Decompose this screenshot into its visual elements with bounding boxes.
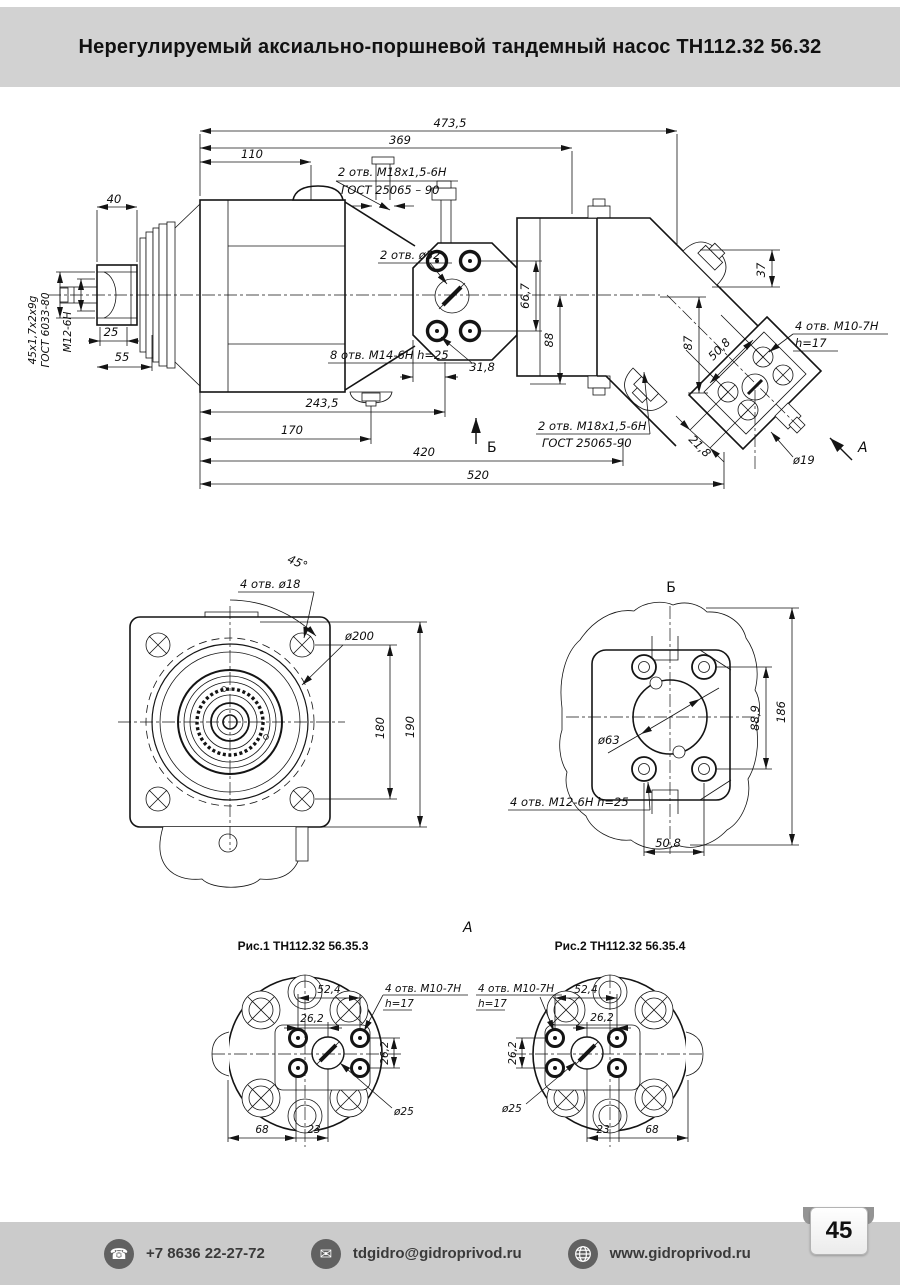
fig1-dim-23: 23: [307, 1124, 320, 1136]
fig1-dim-68: 68: [255, 1124, 269, 1136]
spline-gost: ГОСТ 6033-80: [40, 292, 52, 367]
center-port: [434, 278, 470, 314]
fig1-caption: Рис.1 ТН112.32 56.35.3: [238, 939, 369, 953]
fig2-dim-26-2-side: 26,2: [507, 1041, 519, 1065]
footer-website-text: www.gidroprivod.ru: [609, 1245, 751, 1262]
dim-88-9: 88,9: [748, 705, 762, 731]
note-right-ports-1: 2 отв. М18х1,5-6Н: [538, 419, 647, 433]
dim-520: 520: [467, 468, 489, 482]
note-4otv-m12: 4 отв. М12-6Н h=25: [510, 795, 629, 809]
note-4otv-d18: 4 отв. ø18: [240, 577, 300, 591]
fig2-dim-d25: ø25: [501, 1103, 522, 1115]
dim-66-7: 66,7: [518, 283, 532, 309]
note-right-ports-2: ГОСТ 25065-90: [542, 436, 632, 450]
page-footer: ☎ +7 8636 22-27-72 ✉ tdgidro@gidroprivod…: [0, 1222, 900, 1285]
fig1-dim-26-2-top: 26,2: [300, 1013, 324, 1025]
footer-phone-text: +7 8636 22-27-72: [146, 1245, 265, 1262]
fig2-dim-23: 23: [596, 1124, 609, 1136]
dim-420: 420: [413, 445, 435, 459]
fig2-port-pad: [544, 1024, 641, 1091]
view-b-arrow-label: Б: [487, 440, 497, 456]
envelope-icon: ✉: [310, 1238, 341, 1269]
page-title: Нерегулируемый аксиально-поршневой танде…: [78, 35, 822, 58]
rear-port-face: [591, 649, 731, 801]
dim-d19: ø19: [792, 453, 815, 467]
dim-190: 190: [403, 716, 417, 738]
side-view: 473,5 369 110 2 отв. М18х1,5-6Н ГОСТ 250…: [27, 116, 888, 489]
flange-bolt-holes: [145, 632, 315, 812]
note-4otv-m10-1: 4 отв. М10-7Н: [795, 319, 879, 333]
pump-body-1: [199, 199, 346, 393]
plate-bolts: [425, 249, 482, 343]
dim-110: 110: [241, 147, 263, 161]
fig1-note-1: 4 отв. М10-7Н: [385, 983, 461, 995]
note-top-ports-2: ГОСТ 25065 – 90: [341, 183, 439, 197]
page-number: 45: [825, 1217, 853, 1244]
dim-21-8: 21,8: [686, 432, 714, 460]
dim-overall: 473,5: [434, 116, 467, 130]
fig2-note-1: 4 отв. М10-7Н: [478, 983, 554, 995]
view-a-arrow: [829, 437, 853, 461]
fig2-view: 52,4 26,2 4 отв. М10-7Н h=17 26,2 ø25 23…: [476, 974, 704, 1147]
note-top-ports-1: 2 отв. М18х1,5-6Н: [338, 165, 447, 179]
note-2otv-d32: 2 отв. ø32: [380, 248, 440, 262]
fig2-dim-52-4: 52,4: [574, 984, 597, 996]
note-8otv-m14: 8 отв. М14-6Н h=25: [330, 348, 449, 362]
dim-50-8-b: 50,8: [655, 836, 681, 850]
view-b: Б ø63 88,9: [508, 580, 799, 856]
fig1-note-2: h=17: [385, 998, 414, 1010]
dim-31-8: 31,8: [469, 360, 495, 374]
phone-icon: ☎: [104, 1238, 134, 1269]
thread-spec: М12-6Н: [62, 312, 74, 353]
dim-170: 170: [281, 423, 303, 437]
dim-40: 40: [107, 192, 122, 206]
rear-bolt-holes: [631, 654, 717, 782]
dim-369: 369: [389, 133, 411, 147]
view-a-arrow-label: А: [857, 440, 868, 456]
upper-boss: [682, 241, 727, 286]
fig1-dim-d25: ø25: [393, 1106, 414, 1118]
dim-180: 180: [373, 717, 387, 739]
spline-spec: 45х1,7х2х9g: [27, 295, 39, 364]
pump-body-2: [597, 217, 765, 333]
dim-25: 25: [104, 325, 119, 339]
dim-d63: ø63: [597, 733, 620, 747]
globe-icon: [567, 1238, 598, 1269]
front-view: 45° 4 отв. ø18 ø200 180 190: [118, 552, 427, 888]
fig2-dim-26-2-top: 26,2: [590, 1012, 614, 1024]
footer-phone: ☎ +7 8636 22-27-72: [104, 1238, 265, 1269]
fig1-dim-26-2-side: 26,2: [379, 1041, 391, 1065]
fig2-caption: Рис.2 ТН112.32 56.35.4: [555, 939, 686, 953]
dim-186: 186: [774, 701, 788, 723]
fig2-dim-68: 68: [645, 1124, 659, 1136]
fig1-dim-52-4: 52,4: [317, 984, 340, 996]
page-header: Нерегулируемый аксиально-поршневой танде…: [0, 7, 900, 87]
section-a-label: А: [462, 920, 473, 936]
footer-website: www.gidroprivod.ru: [567, 1238, 751, 1269]
dim-243-5: 243,5: [306, 396, 339, 410]
footer-email-text: tdgidro@gidroprivod.ru: [352, 1245, 522, 1262]
dim-55: 55: [115, 350, 130, 364]
dim-d200: ø200: [344, 629, 374, 643]
view-b-title: Б: [666, 580, 676, 596]
dim-45deg: 45°: [285, 552, 309, 573]
dim-88: 88: [542, 333, 556, 348]
dim-87: 87: [681, 335, 695, 350]
fig1-view: 52,4 26,2 4 отв. М10-7Н h=17 26,2 ø25 68…: [211, 974, 468, 1147]
dim-37: 37: [754, 262, 768, 277]
footer-email: ✉ tdgidro@gidroprivod.ru: [310, 1238, 522, 1269]
fig2-bolts: [546, 974, 674, 1134]
page-number-tab: 45: [810, 1207, 868, 1255]
note-4otv-m10-2: h=17: [795, 336, 827, 350]
fig2-note-2: h=17: [478, 998, 507, 1010]
